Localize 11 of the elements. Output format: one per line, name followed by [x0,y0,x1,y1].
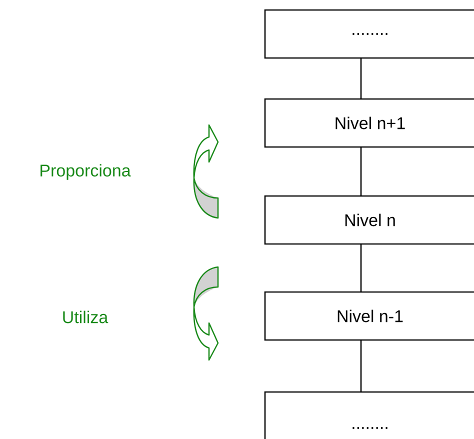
level-box: ........ [264,9,474,59]
connector-line [360,340,362,392]
connector-line [360,147,362,196]
annotation-text: Utiliza [63,310,108,324]
level-box: Nivel n+1 [264,98,474,148]
level-box: Nivel n [264,195,474,245]
level-box: Nivel n-1 [264,291,474,341]
level-box: ........ [264,391,474,439]
connector-line [360,58,362,99]
connector-line [360,244,362,292]
annotation-text: Proporciona [40,164,131,180]
